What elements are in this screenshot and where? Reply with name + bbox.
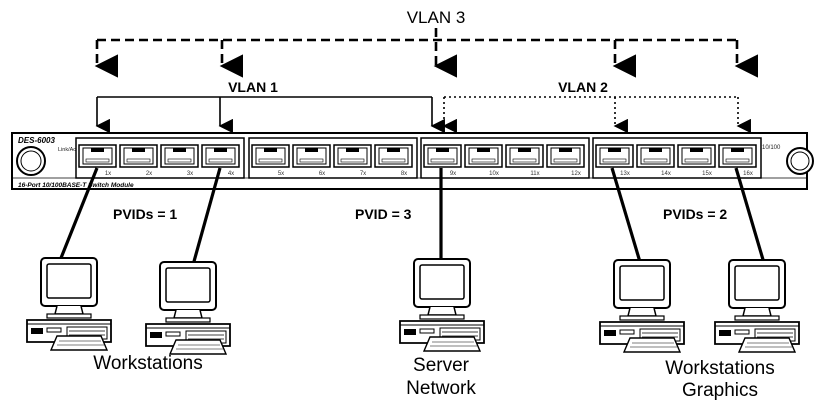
cables bbox=[57, 167, 766, 266]
vlan1-label: VLAN 1 bbox=[228, 79, 278, 95]
workstation-icon-2 bbox=[145, 261, 231, 355]
vlan1-bracket bbox=[95, 96, 445, 134]
workstation-icon-4 bbox=[714, 259, 800, 353]
port-2-label: 2x bbox=[146, 171, 152, 177]
speed-label: 10/100 bbox=[762, 145, 781, 151]
pvid-middle-label: PVID = 3 bbox=[355, 206, 412, 222]
port-14-label: 14x bbox=[661, 171, 671, 177]
workstation-icon-3 bbox=[599, 259, 685, 353]
port-1-label: 1x bbox=[105, 171, 111, 177]
port-3-icon bbox=[160, 144, 199, 168]
port-12-icon bbox=[546, 144, 585, 168]
port-6-icon bbox=[292, 144, 331, 168]
group-right-label-line1: Workstations bbox=[665, 358, 774, 379]
vlan3-bracket bbox=[94, 28, 759, 78]
switch-chassis: DES-6003 16-Port 10/100BASE-T Switch Mod… bbox=[11, 132, 814, 190]
group-middle-label-line1: Server bbox=[413, 355, 470, 376]
workstation-icon-1 bbox=[26, 257, 112, 351]
port-16-icon bbox=[718, 144, 757, 168]
port-10-icon bbox=[464, 144, 503, 168]
link-act-label: Link/Act bbox=[58, 147, 78, 153]
port-15-icon bbox=[677, 144, 716, 168]
vlan3-label: VLAN 3 bbox=[407, 8, 466, 27]
port-12-label: 12x bbox=[571, 171, 581, 177]
cable-port4 bbox=[191, 167, 222, 266]
port-14-icon bbox=[636, 144, 675, 168]
port-11-label: 11x bbox=[530, 171, 539, 177]
port-2-icon bbox=[119, 144, 158, 168]
port-4-label: 4x bbox=[228, 171, 234, 177]
port-13-label: 13x bbox=[620, 171, 630, 177]
port-5-label: 5x bbox=[278, 171, 284, 177]
port-7-label: 7x bbox=[360, 171, 366, 177]
port-3-label: 3x bbox=[187, 171, 193, 177]
port-11-icon bbox=[505, 144, 544, 168]
port-6-label: 6x bbox=[319, 171, 325, 177]
port-9-icon bbox=[423, 144, 462, 168]
pvid-right-label: PVIDs = 2 bbox=[663, 206, 727, 222]
group-left-label: Workstations bbox=[93, 353, 202, 374]
left-knob-icon bbox=[16, 146, 46, 176]
port-13-icon bbox=[595, 144, 634, 168]
port-10-label: 10x bbox=[489, 171, 499, 177]
group-right-label-line2: Graphics bbox=[682, 380, 758, 400]
port-15-label: 15x bbox=[702, 171, 712, 177]
switch-model: DES-6003 bbox=[18, 136, 55, 145]
port-16-label: 16x bbox=[743, 171, 753, 177]
right-knob-icon bbox=[786, 147, 814, 175]
port-9-label: 9x bbox=[450, 171, 456, 177]
group-middle-label-line2: Network bbox=[406, 378, 476, 399]
port-5-icon bbox=[251, 144, 290, 168]
port-4-icon bbox=[201, 144, 240, 168]
port-7-icon bbox=[333, 144, 372, 168]
cable-port1 bbox=[57, 167, 99, 264]
server-icon bbox=[399, 258, 485, 352]
vlan2-bracket bbox=[442, 96, 751, 134]
cable-port13 bbox=[610, 167, 642, 263]
port-8-icon bbox=[374, 144, 413, 168]
port-1-icon bbox=[78, 144, 117, 168]
switch-module-name: 16-Port 10/100BASE-T Switch Module bbox=[18, 182, 134, 189]
vlan2-label: VLAN 2 bbox=[558, 79, 608, 95]
cable-port16 bbox=[734, 167, 766, 264]
pvid-left-label: PVIDs = 1 bbox=[113, 206, 177, 222]
port-8-label: 8x bbox=[401, 171, 407, 177]
